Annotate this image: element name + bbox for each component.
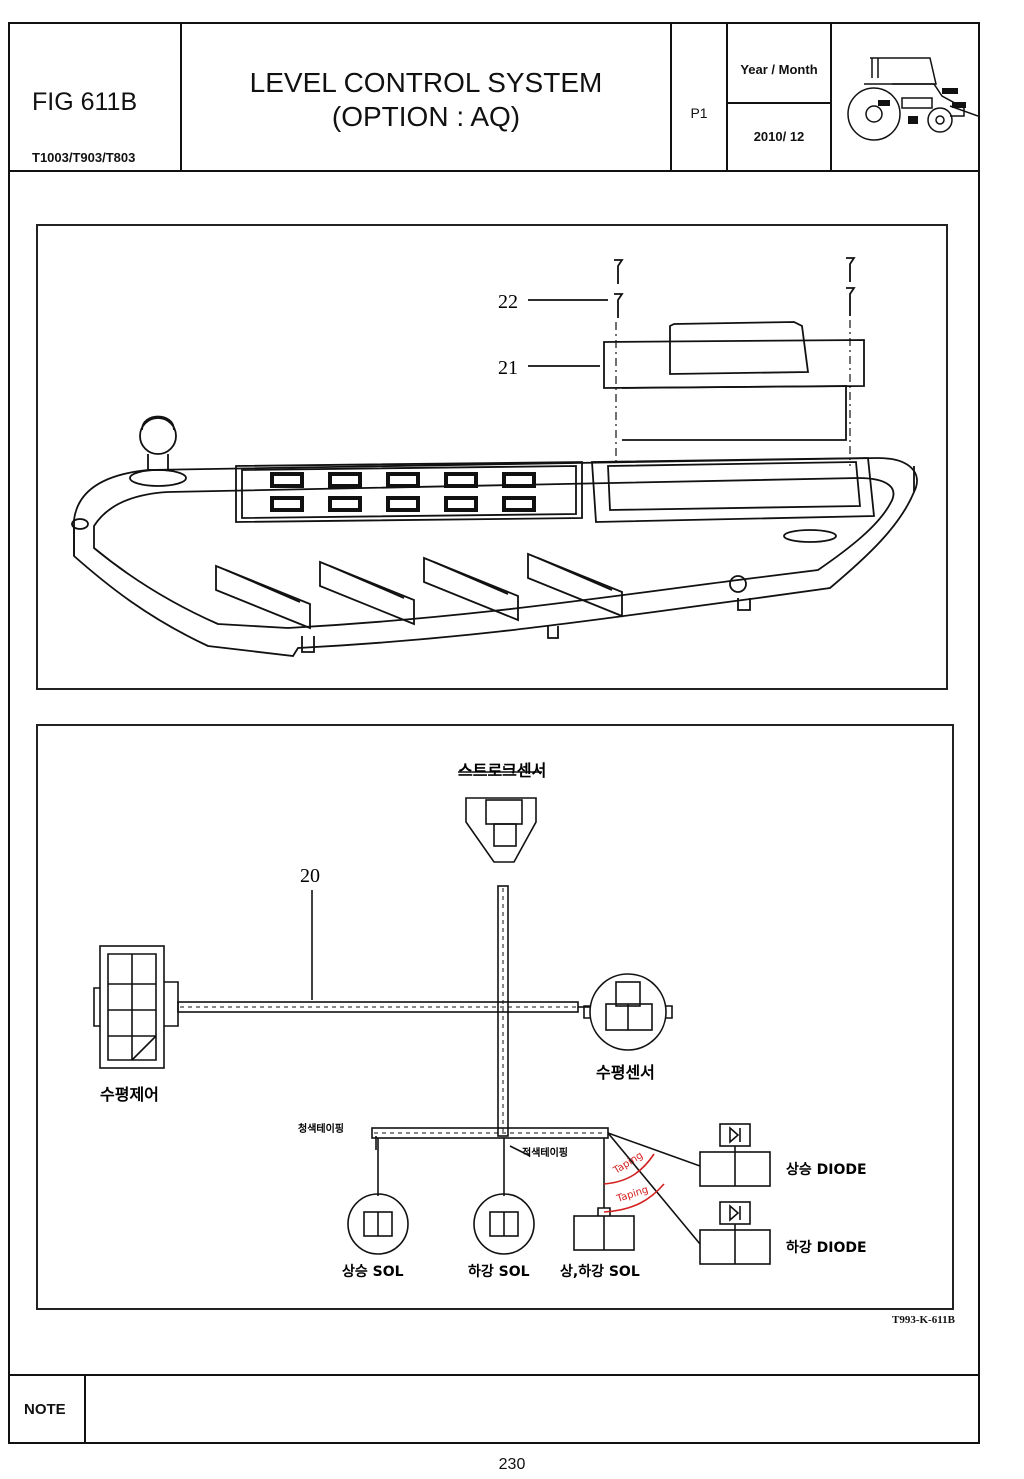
drawing-reference: T993-K-611B: [892, 1314, 955, 1326]
exploded-view-drawing: 22 21: [71, 257, 918, 657]
year-month-cell: Year / Month 2010/ 12: [728, 24, 832, 170]
fig-cell: FIG 611B T1003/T903/T803: [10, 24, 182, 170]
fig-number: FIG 611B: [32, 88, 138, 116]
taping-2-label: Taping: [615, 1184, 650, 1205]
page-id-cell: P1: [672, 24, 728, 170]
title-line-1: LEVEL CONTROL SYSTEM: [249, 67, 603, 98]
title-line-2: (OPTION : AQ): [331, 101, 521, 132]
stroke-sensor-label: 스트로크센서: [458, 761, 546, 780]
red-taping-label: 적색테이핑: [522, 1146, 568, 1159]
level-control-label: 수평제어: [100, 1085, 159, 1104]
callout-20: 20: [300, 865, 320, 887]
down-sol-label: 하강 SOL: [468, 1263, 530, 1280]
harness-diagram: 스트로크센서 20 수평제어 수평센서 청색테이핑 적색테이핑 Taping T…: [93, 761, 867, 1280]
up-sol-label: 상승 SOL: [342, 1264, 404, 1280]
title-block: FIG 611B T1003/T903/T803 LEVEL CONTROL S…: [10, 24, 979, 172]
tractor-icon-cell: [832, 24, 979, 170]
down-diode-label: 하강 DIODE: [786, 1239, 867, 1256]
page-number: 230: [498, 1456, 526, 1473]
page-frame: FIG 611B T1003/T903/T803 LEVEL CONTROL S…: [8, 22, 980, 1444]
divider: [728, 102, 830, 104]
callout-21: 21: [498, 357, 518, 379]
note-label: NOTE: [10, 1376, 86, 1444]
note-row: NOTE: [10, 1374, 978, 1444]
model-list: T1003/T903/T803: [32, 150, 136, 165]
taping-1-label: Taping: [611, 1150, 645, 1177]
tractor-icon: [847, 57, 979, 141]
title-cell: LEVEL CONTROL SYSTEM (OPTION : AQ): [182, 24, 672, 170]
level-sensor-label: 수평센서: [596, 1063, 655, 1082]
blue-taping-label: 청색테이핑: [298, 1122, 344, 1135]
wiring-harness-panel: 스트로크센서 20 수평제어 수평센서 청색테이핑 적색테이핑 Taping T…: [36, 724, 954, 1310]
page-title: LEVEL CONTROL SYSTEM (OPTION : AQ): [182, 66, 670, 134]
callout-22: 22: [498, 291, 518, 313]
updown-sol-label: 상,하강 SOL: [560, 1263, 640, 1280]
page-id: P1: [690, 105, 708, 121]
year-month-label: Year / Month: [740, 62, 818, 77]
exploded-view-panel: 22 21: [36, 224, 948, 690]
taping-marks: [603, 1153, 665, 1213]
year-month-value: 2010/ 12: [753, 129, 805, 144]
up-diode-label: 상승 DIODE: [786, 1162, 867, 1178]
